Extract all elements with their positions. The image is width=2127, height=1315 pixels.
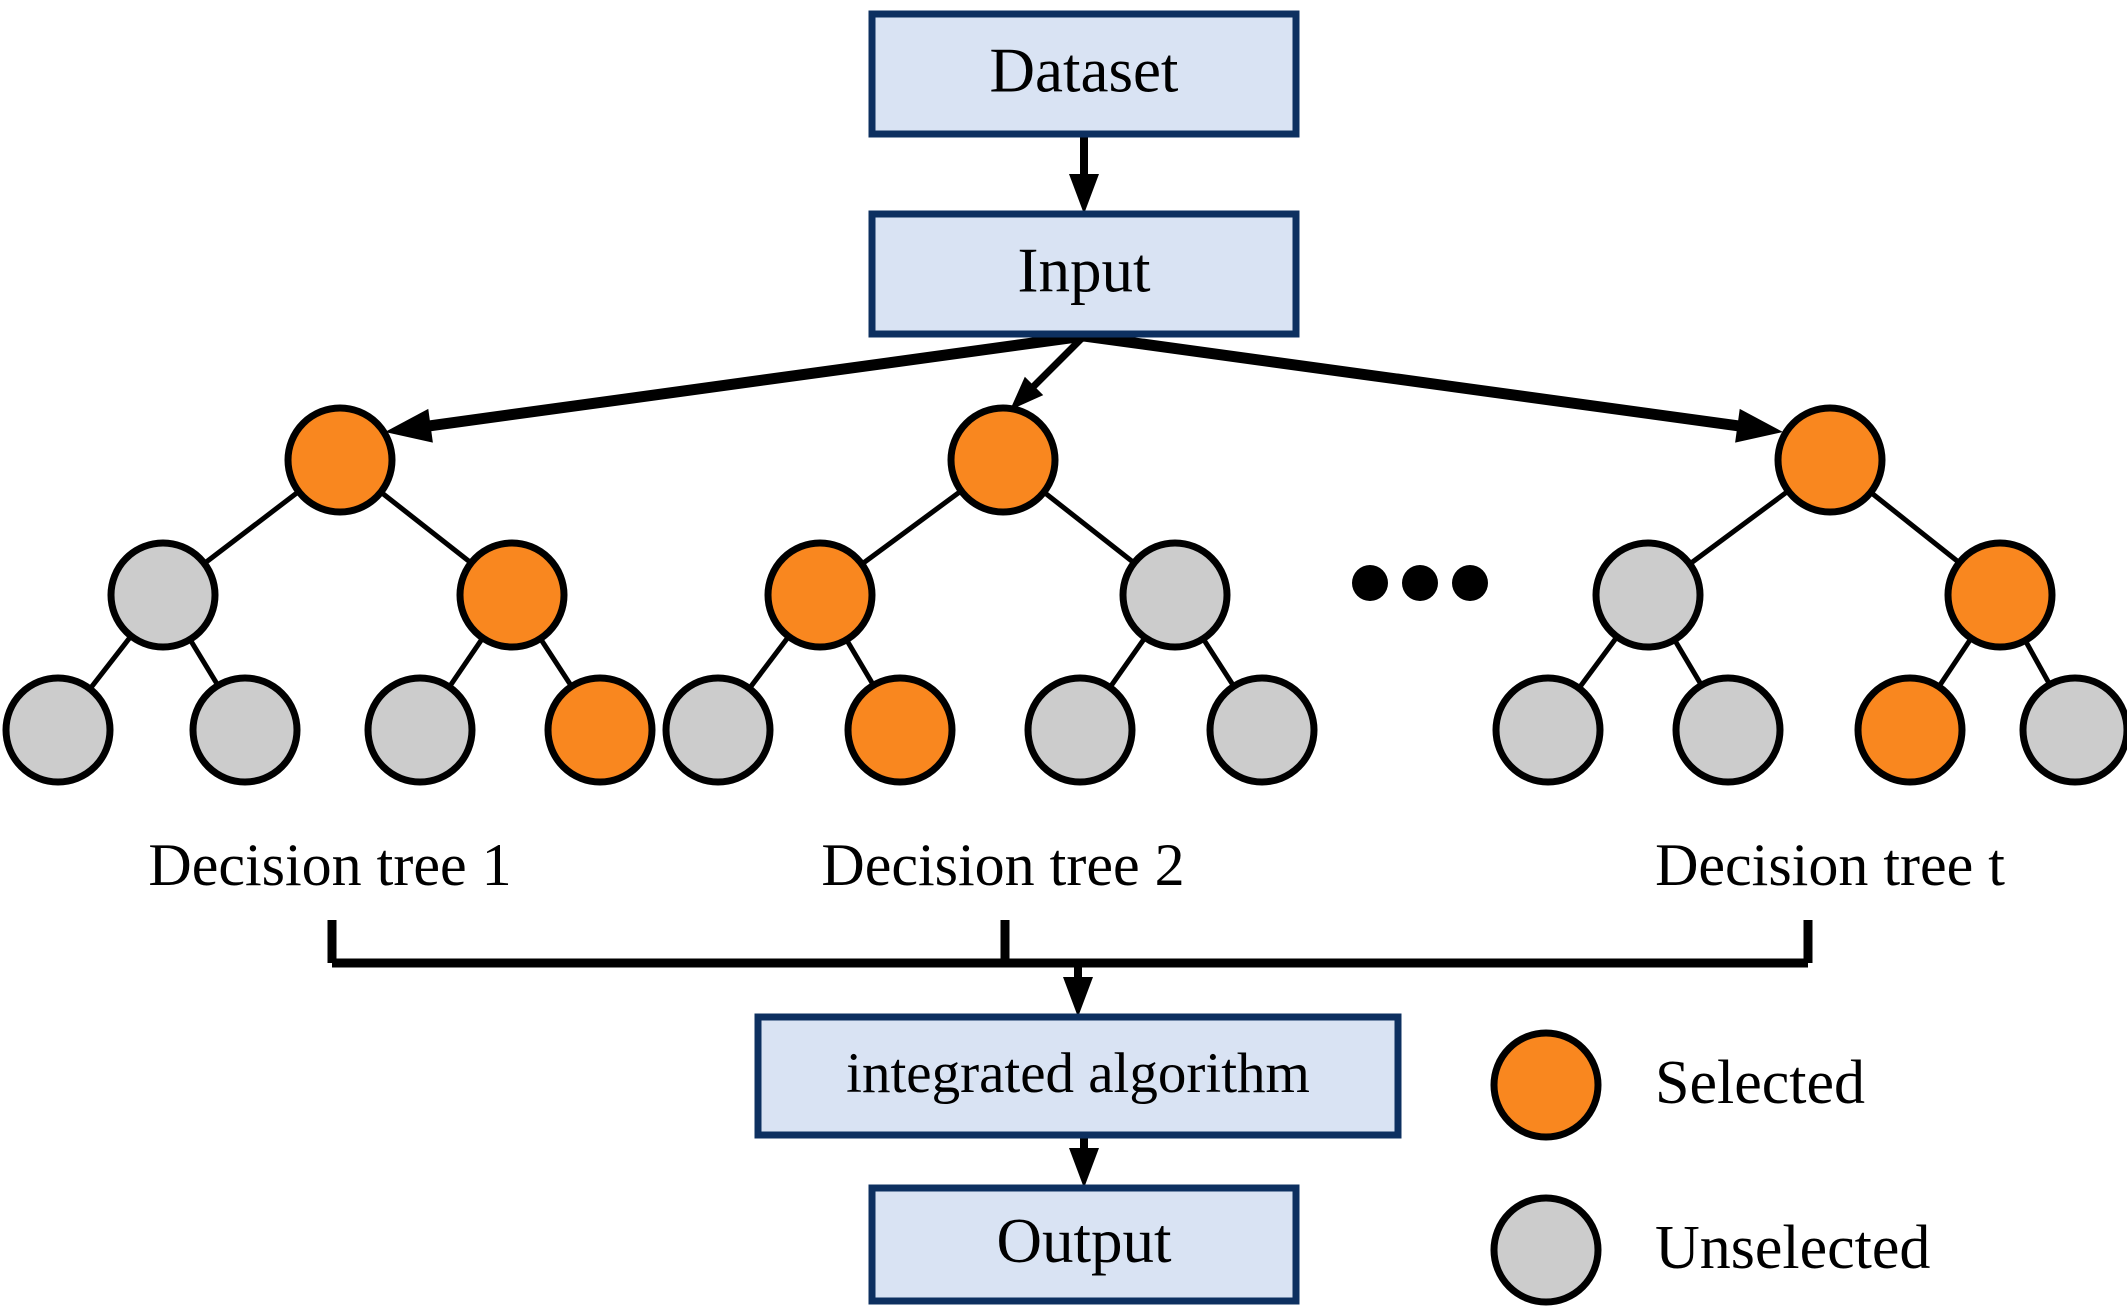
input-box-rect [868, 210, 1300, 338]
decision-tree-2 [662, 404, 1318, 786]
tree-node-t2-l1-selected[interactable] [764, 539, 876, 651]
process-boxes-layer: Dataset Input integrated algorithm Outpu… [754, 10, 1402, 1305]
tree-node-t2-leaf4-unselected[interactable] [1206, 674, 1318, 786]
dataset-box-label: Dataset [990, 35, 1179, 105]
integrated-to-output-arrowhead [1069, 1148, 1099, 1188]
output-box-rect [868, 1184, 1300, 1305]
tree-node-t2-leaf2-selected[interactable] [844, 674, 956, 786]
decision-tree-1 [2, 404, 656, 786]
tree-collector-bracket [327, 920, 1813, 968]
tree-node-t2-leaf1-unselected[interactable] [662, 674, 774, 786]
ellipsis-dot-3 [1452, 565, 1488, 601]
dataset-box-rect [868, 10, 1300, 138]
decision-tree-1-caption: Decision tree 1 [148, 832, 511, 898]
tree-node-tt-leaf3-selected[interactable] [1854, 674, 1966, 786]
input-to-tree-t-arrowhead [1735, 408, 1783, 443]
legend-unselected-swatch-icon [1490, 1194, 1602, 1306]
tree-node-tt-l2-selected[interactable] [1944, 539, 2056, 651]
ellipsis-dot-2 [1402, 565, 1438, 601]
tree-node-tt-leaf1-unselected[interactable] [1492, 674, 1604, 786]
legend-unselected: Unselected [1490, 1194, 1930, 1306]
legend-selected-swatch-icon [1490, 1029, 1602, 1141]
decision-trees-layer [2, 404, 2127, 786]
tree-node-t1-root-selected[interactable] [284, 404, 396, 516]
tree-node-t2-root-selected[interactable] [947, 404, 1059, 516]
output-box-label: Output [996, 1206, 1172, 1276]
tree-node-t1-leaf3-unselected[interactable] [364, 674, 476, 786]
integrated-algorithm-box-label: integrated algorithm [846, 1042, 1310, 1105]
tree-node-tt-root-selected[interactable] [1774, 404, 1886, 516]
tree-node-tt-l1-unselected[interactable] [1592, 539, 1704, 651]
output-box[interactable]: Output [868, 1184, 1300, 1305]
legend-selected-label: Selected [1655, 1049, 1865, 1117]
tree-node-t1-leaf1-unselected[interactable] [2, 674, 114, 786]
decision-tree-2-caption: Decision tree 2 [821, 832, 1184, 898]
tree-node-t1-l1-unselected[interactable] [107, 539, 219, 651]
input-to-trees-arrows [385, 330, 1783, 443]
tree-node-t2-leaf3-unselected[interactable] [1024, 674, 1136, 786]
input-to-tree-1-arrowhead [385, 408, 433, 443]
tree-node-tt-leaf4-unselected[interactable] [2019, 674, 2127, 786]
ellipsis-icon [1352, 565, 1488, 601]
input-to-tree-2-arrowhead [1010, 376, 1044, 410]
tree-node-t1-l2-selected[interactable] [456, 539, 568, 651]
flow-arrows [1063, 134, 1099, 1188]
ellipsis-dot-1 [1352, 565, 1388, 601]
input-to-tree-t-line [1083, 330, 1759, 435]
legend-selected: Selected [1490, 1029, 1865, 1141]
legend-unselected-label: Unselected [1655, 1214, 1930, 1282]
input-box-label: Input [1018, 235, 1151, 305]
input-to-tree-1-line [409, 330, 1085, 435]
decision-tree-t [1492, 404, 2127, 786]
tree-node-t2-l2-unselected[interactable] [1119, 539, 1231, 651]
integrated-algorithm-box-rect [754, 1013, 1402, 1139]
input-box[interactable]: Input [868, 210, 1300, 338]
dataset-to-input-arrowhead [1069, 174, 1099, 214]
tree-captions-layer: Decision tree 1 Decision tree 2 Decision t… [148, 832, 2005, 898]
dataset-box[interactable]: Dataset [868, 10, 1300, 138]
bracket-to-integrated-arrowhead [1063, 977, 1093, 1017]
tree-node-tt-leaf2-unselected[interactable] [1672, 674, 1784, 786]
tree-node-t1-leaf4-selected[interactable] [544, 674, 656, 786]
tree-node-t1-leaf2-unselected[interactable] [189, 674, 301, 786]
integrated-algorithm-box[interactable]: integrated algorithm [754, 1013, 1402, 1139]
decision-tree-t-caption: Decision tree t [1655, 832, 2005, 898]
